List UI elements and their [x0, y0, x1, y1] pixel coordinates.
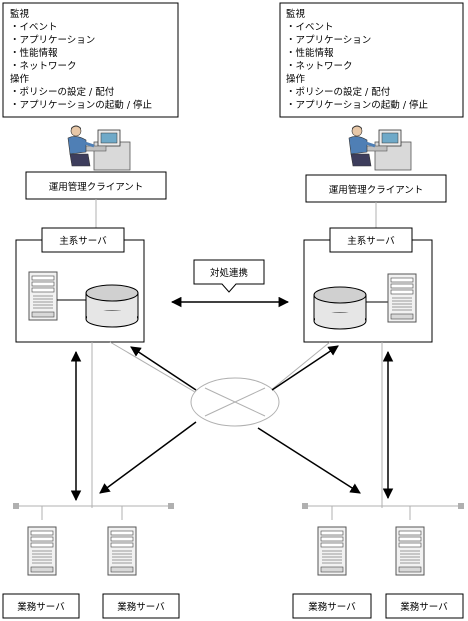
- monitor-line: ・アプリケーション: [10, 35, 95, 46]
- client-label: 運用管理クライアント: [49, 181, 144, 193]
- server-tower-icon: [27, 526, 57, 576]
- monitor-line: 監視: [10, 8, 30, 20]
- monitor-line: 監視: [286, 8, 306, 20]
- monitor-line: ・性能情報: [286, 47, 334, 59]
- primary-server-label: 主系サーバ: [347, 235, 395, 247]
- control-arrows: [70, 345, 394, 502]
- management-client-left: 運用管理クライアント: [25, 171, 167, 200]
- lan-segment-right: [302, 503, 464, 520]
- monitor-line: ・ネットワーク: [286, 61, 353, 72]
- operation-line: ・ポリシーの設定 / 配付: [286, 86, 391, 98]
- monitor-line: ・イベント: [286, 22, 334, 33]
- primary-label-tab: [329, 227, 413, 253]
- monitor-line: ・アプリケーション: [286, 35, 371, 46]
- operation-line: ・ポリシーの設定 / 配付: [10, 86, 115, 98]
- business-server-label: 業務サーバ: [308, 601, 356, 613]
- monitor-line: ・イベント: [10, 22, 58, 33]
- server-tower-icon: [28, 271, 58, 321]
- business-server-right-1: 業務サーバ: [292, 526, 372, 619]
- monitor-line: ・ネットワーク: [10, 61, 77, 72]
- disk-storage-icon: [313, 286, 367, 330]
- primary-server-left: 主系サーバ: [15, 227, 145, 343]
- client-label: 運用管理クライアント: [329, 184, 424, 196]
- operation-line: ・アプリケーションの起動 / 停止: [286, 99, 429, 111]
- coordination-callout: 対処連携: [193, 259, 265, 293]
- monitor-box-left: 監視 ・イベント ・アプリケーション ・性能情報 ・ネットワーク 操作 ・ポリシ…: [2, 2, 179, 118]
- disk-storage-icon: [85, 284, 139, 328]
- monitor-box-right: 監視 ・イベント ・アプリケーション ・性能情報 ・ネットワーク 操作 ・ポリシ…: [279, 2, 464, 118]
- server-tower-icon: [387, 273, 417, 323]
- operation-line: ・アプリケーションの起動 / 停止: [10, 99, 153, 111]
- business-server-right-2: 業務サーバ: [385, 526, 464, 619]
- business-server-label: 業務サーバ: [400, 601, 448, 613]
- operation-line: 操作: [286, 73, 306, 85]
- operator-workstation-icon: [66, 124, 132, 172]
- lan-segment-left: [13, 503, 174, 520]
- primary-label-tab: [41, 227, 125, 253]
- primary-server-label: 主系サーバ: [59, 235, 107, 247]
- monitor-line: ・性能情報: [10, 47, 58, 59]
- server-tower-icon: [317, 526, 347, 576]
- operator-workstation-icon: [347, 124, 413, 172]
- server-tower-icon: [395, 526, 425, 576]
- management-client-right: 運用管理クライアント: [305, 174, 447, 203]
- business-server-left-2: 業務サーバ: [102, 526, 180, 619]
- coordination-label: 対処連携: [210, 267, 248, 279]
- server-tower-icon: [107, 526, 137, 576]
- network-lines: [91, 341, 383, 508]
- primary-server-right: 主系サーバ: [303, 227, 433, 343]
- operation-line: 操作: [10, 73, 30, 85]
- business-server-label: 業務サーバ: [117, 601, 165, 613]
- business-server-left-1: 業務サーバ: [2, 526, 80, 619]
- business-server-label: 業務サーバ: [17, 601, 65, 613]
